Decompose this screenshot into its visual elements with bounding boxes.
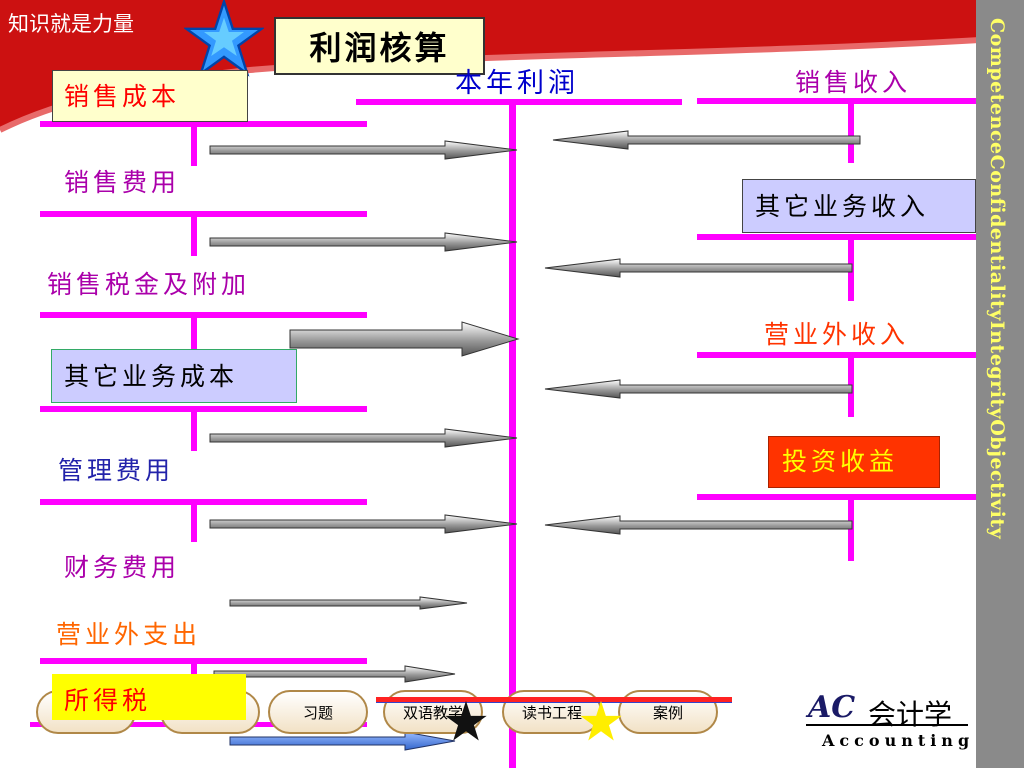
left-stem-3 bbox=[191, 315, 197, 357]
page-title: 利润核算 bbox=[274, 17, 485, 75]
left-bar-5 bbox=[40, 499, 367, 505]
right-item-box-4 bbox=[768, 436, 940, 488]
slogan: 知识就是力量 bbox=[8, 12, 134, 36]
left-bar-1 bbox=[40, 121, 367, 127]
left-bar-3 bbox=[40, 312, 367, 318]
right-bar-1 bbox=[697, 98, 1024, 104]
left-item-box-8 bbox=[52, 674, 246, 720]
brand-logo-underline bbox=[806, 724, 968, 726]
left-stem-5 bbox=[191, 502, 197, 542]
nav-red-line bbox=[376, 697, 732, 702]
left-item-box-1 bbox=[52, 70, 248, 122]
left-bar-2 bbox=[40, 211, 367, 217]
left-item-box-4 bbox=[51, 349, 297, 403]
arrow-left-3 bbox=[544, 379, 853, 399]
right-item-label-1: 销售收入 bbox=[795, 68, 912, 97]
left-bar-6 bbox=[40, 658, 367, 664]
left-item-label-4: 其它业务成本 bbox=[64, 362, 239, 391]
page-title-text: 利润核算 bbox=[309, 29, 450, 67]
right-item-label-3: 营业外收入 bbox=[764, 320, 910, 349]
right-item-label-2: 其它业务收入 bbox=[755, 192, 930, 221]
center-label: 本年利润 bbox=[455, 68, 579, 99]
left-item-label-2: 销售费用 bbox=[64, 168, 181, 197]
left-stem-4 bbox=[191, 409, 197, 451]
right-item-label-4: 投资收益 bbox=[782, 447, 899, 476]
center-top-bar bbox=[356, 99, 682, 105]
arrow-right-3 bbox=[289, 321, 520, 357]
arrow-right-4 bbox=[209, 428, 518, 448]
brand-logo: AC bbox=[808, 690, 855, 725]
left-item-label-7: 营业外支出 bbox=[56, 620, 202, 649]
yellow-star-icon bbox=[580, 700, 622, 741]
nav-tab-exercises[interactable]: 习题 bbox=[268, 690, 368, 734]
left-item-label-1: 销售成本 bbox=[64, 82, 181, 111]
right-item-box-2 bbox=[742, 179, 976, 233]
left-stem-1 bbox=[191, 124, 197, 166]
left-item-label-6: 财务费用 bbox=[64, 553, 181, 582]
right-bar-3 bbox=[697, 352, 1024, 358]
left-item-label-8: 所得税 bbox=[64, 686, 152, 715]
black-star-icon bbox=[445, 700, 487, 741]
sidebar-text: CompetenceConfidentialityIntegrityObject… bbox=[986, 18, 1008, 540]
arrow-left-2 bbox=[544, 258, 853, 278]
right-bar-4 bbox=[697, 494, 1024, 500]
arrow-left-4 bbox=[544, 515, 853, 535]
arrow-right-6 bbox=[229, 596, 468, 610]
left-bar-4 bbox=[40, 406, 367, 412]
sidebar: CompetenceConfidentialityIntegrityObject… bbox=[976, 0, 1024, 768]
arrow-left-1 bbox=[552, 130, 861, 150]
left-item-label-3: 销售税金及附加 bbox=[47, 270, 251, 299]
star-icon bbox=[184, 0, 264, 77]
brand-logo-text: AC bbox=[808, 690, 856, 725]
arrow-right-2 bbox=[209, 232, 518, 252]
left-item-label-5: 管理费用 bbox=[58, 456, 175, 485]
center-vertical-line bbox=[509, 104, 516, 768]
nav-blue-line bbox=[376, 702, 732, 703]
arrow-right-1 bbox=[209, 140, 518, 160]
arrow-right-7 bbox=[213, 665, 456, 683]
arrow-right-5 bbox=[209, 514, 518, 534]
brand-sub: Accounting bbox=[822, 731, 975, 750]
left-stem-2 bbox=[191, 214, 197, 256]
brand-name: 会计学 bbox=[868, 698, 953, 731]
arrow-right-8 bbox=[229, 731, 456, 751]
right-stem-1 bbox=[848, 101, 854, 163]
right-bar-2 bbox=[697, 234, 1024, 240]
